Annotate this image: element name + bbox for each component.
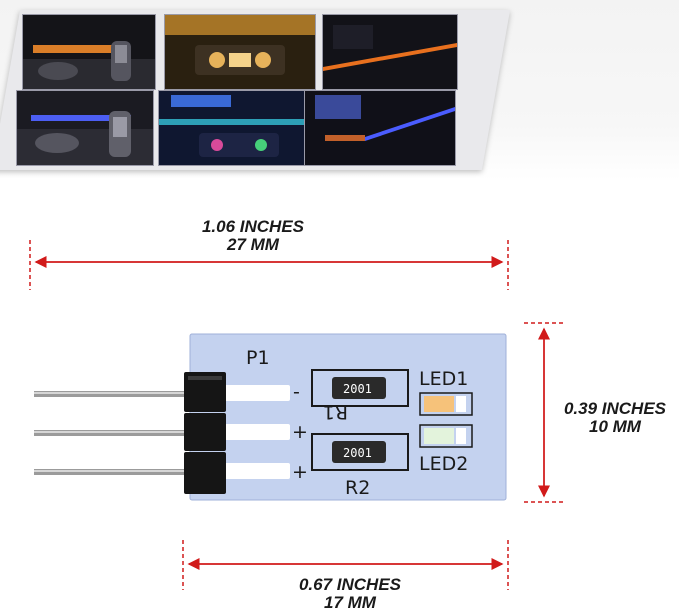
photo-gear-shifter-orange: [22, 14, 156, 90]
r1-code: 2001: [343, 382, 372, 396]
header-label: P1: [246, 347, 270, 369]
photo-dashboard-blue: [158, 90, 312, 166]
board-length-inches: 0.67 INCHES: [298, 575, 402, 594]
led2: [419, 424, 473, 448]
pin-header: [184, 372, 226, 494]
led1-designator: LED1: [419, 368, 468, 390]
total-length-mm: 27 MM: [227, 235, 279, 254]
height-label: 0.39 INCHES 10 MM: [551, 400, 679, 436]
polarity-pin3: +: [292, 461, 308, 483]
height-dimension: [524, 322, 566, 503]
resistor-r2: [311, 433, 409, 471]
led1-chip: [424, 396, 454, 412]
photo-door-panel-blue: [304, 90, 456, 166]
total-length-dimension: [29, 240, 509, 290]
board-length-mm: 17 MM: [324, 593, 376, 612]
pin-pads: [222, 385, 290, 479]
polarity-pin2: +: [292, 421, 308, 443]
led1: [419, 392, 473, 416]
r2-designator: R2: [345, 477, 370, 499]
height-inches: 0.39 INCHES: [563, 399, 667, 418]
photo-dashboard-orange: [164, 14, 316, 90]
header-pins: [34, 391, 184, 475]
photo-gear-shifter-blue: [16, 90, 154, 166]
resistor-r1: [311, 369, 409, 407]
led2-chip: [424, 428, 454, 444]
led2-designator: LED2: [419, 453, 468, 475]
board-length-dimension: [182, 540, 509, 590]
total-length-label: 1.06 INCHES 27 MM: [178, 218, 328, 254]
r2-code: 2001: [343, 446, 372, 460]
polarity-pin1: -: [293, 381, 300, 403]
total-length-inches: 1.06 INCHES: [201, 217, 305, 236]
height-mm: 10 MM: [589, 417, 641, 436]
photo-door-panel-orange: [322, 14, 458, 90]
r1-designator: R1: [323, 401, 348, 423]
board-length-label: 0.67 INCHES 17 MM: [270, 576, 430, 612]
